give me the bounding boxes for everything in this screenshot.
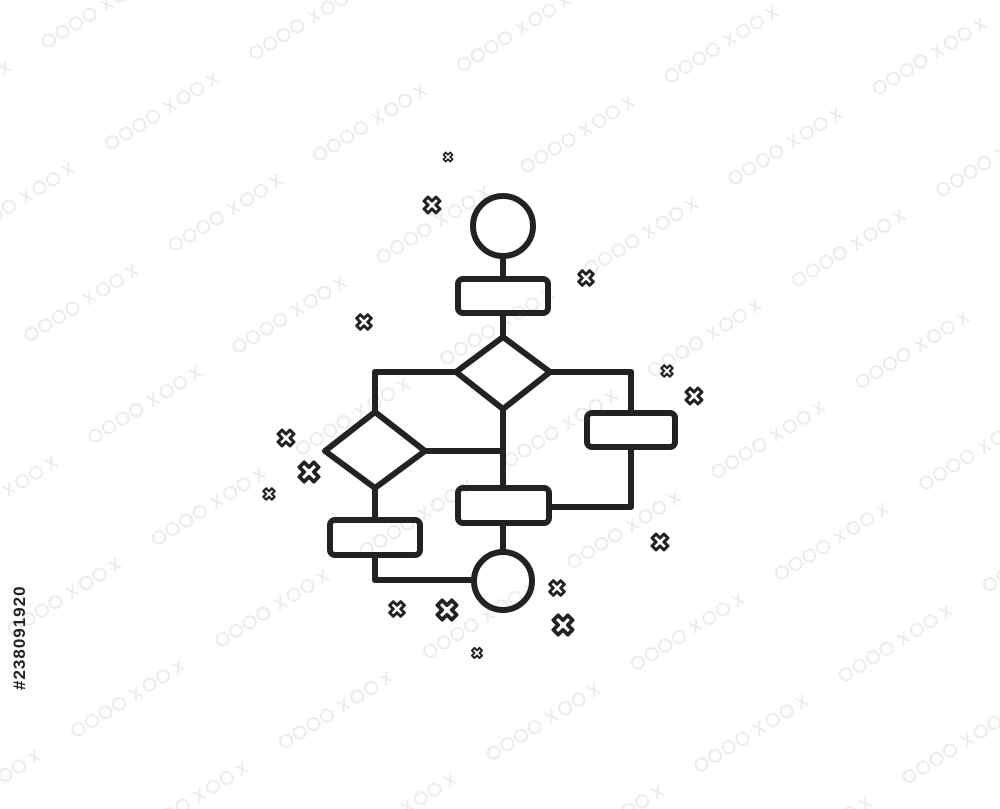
sparkle-icon [650, 532, 670, 552]
process-box [455, 485, 552, 526]
sparkle-icon [660, 364, 674, 378]
decision-diamond [322, 409, 428, 491]
sparkle-icon [577, 269, 595, 287]
sparkle-icon [388, 600, 406, 618]
process-box [584, 410, 678, 450]
sparkle-icon [684, 386, 704, 406]
sparkle-icon [442, 151, 454, 163]
connector-line [372, 552, 477, 583]
stock-id-label: #238091920 [10, 585, 29, 690]
decision-diamond [453, 334, 553, 412]
sparkles [262, 151, 704, 660]
sparkle-icon [276, 428, 296, 448]
process-box [327, 517, 423, 558]
sparkle-icon [297, 460, 321, 484]
sparkle-icon [548, 579, 566, 597]
sparkle-icon [355, 313, 373, 331]
end-node [471, 549, 535, 613]
process-box [455, 276, 551, 316]
sparkle-icon [470, 646, 484, 660]
sparkle-icon [551, 613, 575, 637]
connector-line [372, 369, 459, 415]
start-node [470, 193, 536, 259]
sparkle-icon [435, 598, 459, 622]
connector-line [546, 444, 634, 510]
connector-line [547, 369, 634, 416]
sparkle-icon [262, 487, 276, 501]
sparkle-icon [422, 195, 442, 215]
flowchart-icon [322, 193, 678, 613]
